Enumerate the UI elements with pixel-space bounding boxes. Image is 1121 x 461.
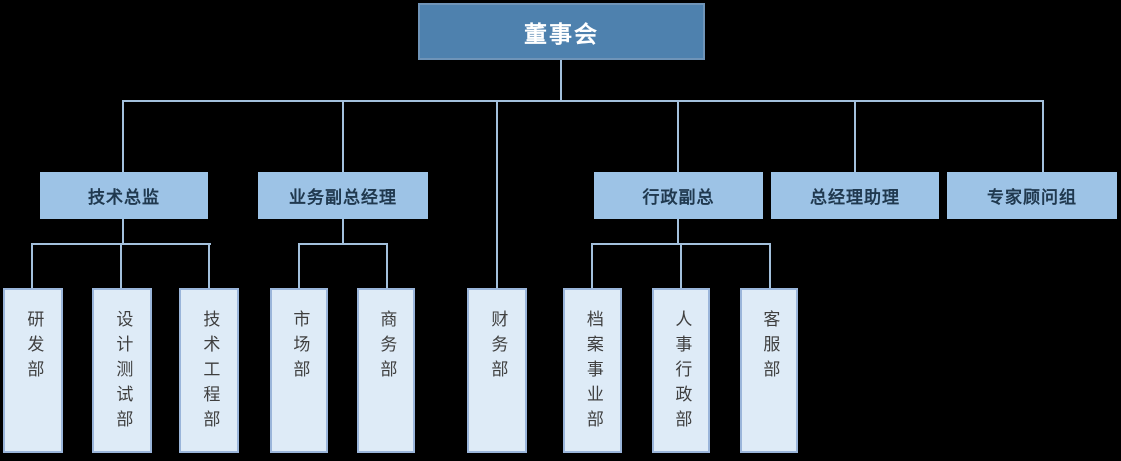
org-node-gm-assistant[interactable]: 总经理助理 — [771, 172, 939, 219]
connector-admin-deputy-stem — [677, 219, 679, 244]
connector-main-horizontal — [122, 100, 1044, 102]
org-node-tech-engineering-dept-label: 技术工程部 — [199, 310, 220, 435]
connector-drop-marketing-dept — [298, 244, 300, 288]
org-node-finance-dept-label: 财务部 — [487, 310, 508, 385]
org-node-archives-dept-label: 档案事业部 — [582, 310, 603, 435]
org-node-board[interactable]: 董事会 — [418, 3, 705, 60]
org-node-gm-assistant-label: 总经理助理 — [810, 188, 900, 208]
connector-drop-commerce-dept — [386, 244, 388, 288]
connector-drop-design-testing-dept — [120, 244, 122, 288]
connector-drop-tech-engineering-dept — [208, 244, 210, 288]
org-node-tech-director-label: 技术总监 — [88, 188, 160, 208]
org-node-rd-dept[interactable]: 研发部 — [3, 288, 63, 453]
org-node-customer-service-dept[interactable]: 客服部 — [740, 288, 798, 453]
org-node-customer-service-dept-label: 客服部 — [759, 310, 780, 385]
org-node-tech-director[interactable]: 技术总监 — [40, 172, 208, 219]
org-node-business-deputy-gm-label: 业务副总经理 — [289, 188, 397, 208]
connector-business-deputy-horizontal — [298, 243, 388, 245]
connector-drop-admin-deputy-gm — [677, 100, 679, 172]
org-node-marketing-dept[interactable]: 市场部 — [270, 288, 328, 453]
connector-board-stem — [560, 60, 562, 100]
org-node-admin-deputy-gm-label: 行政副总 — [642, 188, 715, 208]
org-node-business-deputy-gm[interactable]: 业务副总经理 — [258, 172, 428, 219]
org-node-hr-admin-dept-label: 人事行政部 — [671, 310, 692, 435]
org-node-marketing-dept-label: 市场部 — [289, 310, 310, 385]
org-node-admin-deputy-gm[interactable]: 行政副总 — [594, 172, 763, 219]
connector-drop-hr-admin-dept — [680, 244, 682, 288]
org-node-tech-engineering-dept[interactable]: 技术工程部 — [179, 288, 239, 453]
org-node-rd-dept-label: 研发部 — [23, 310, 44, 385]
org-node-board-label: 董事会 — [524, 21, 599, 48]
connector-drop-rd-dept — [31, 244, 33, 288]
org-node-commerce-dept[interactable]: 商务部 — [357, 288, 415, 453]
connector-business-deputy-stem — [342, 219, 344, 244]
org-node-design-testing-dept-label: 设计测试部 — [112, 310, 133, 435]
connector-tech-director-stem — [122, 219, 124, 244]
connector-drop-business-deputy-gm — [342, 100, 344, 172]
org-node-design-testing-dept[interactable]: 设计测试部 — [92, 288, 152, 453]
org-node-expert-advisors[interactable]: 专家顾问组 — [947, 172, 1117, 219]
connector-drop-expert-advisors — [1042, 100, 1044, 172]
org-node-archives-dept[interactable]: 档案事业部 — [563, 288, 622, 453]
connector-drop-customer-service-dept — [769, 244, 771, 288]
connector-drop-finance-dept — [496, 100, 498, 288]
connector-drop-archives-dept — [591, 244, 593, 288]
connector-drop-tech-director — [122, 100, 124, 172]
org-node-expert-advisors-label: 专家顾问组 — [987, 188, 1077, 208]
org-node-commerce-dept-label: 商务部 — [376, 310, 397, 385]
org-node-finance-dept[interactable]: 财务部 — [467, 288, 527, 453]
connector-drop-gm-assistant — [854, 100, 856, 172]
org-node-hr-admin-dept[interactable]: 人事行政部 — [652, 288, 710, 453]
